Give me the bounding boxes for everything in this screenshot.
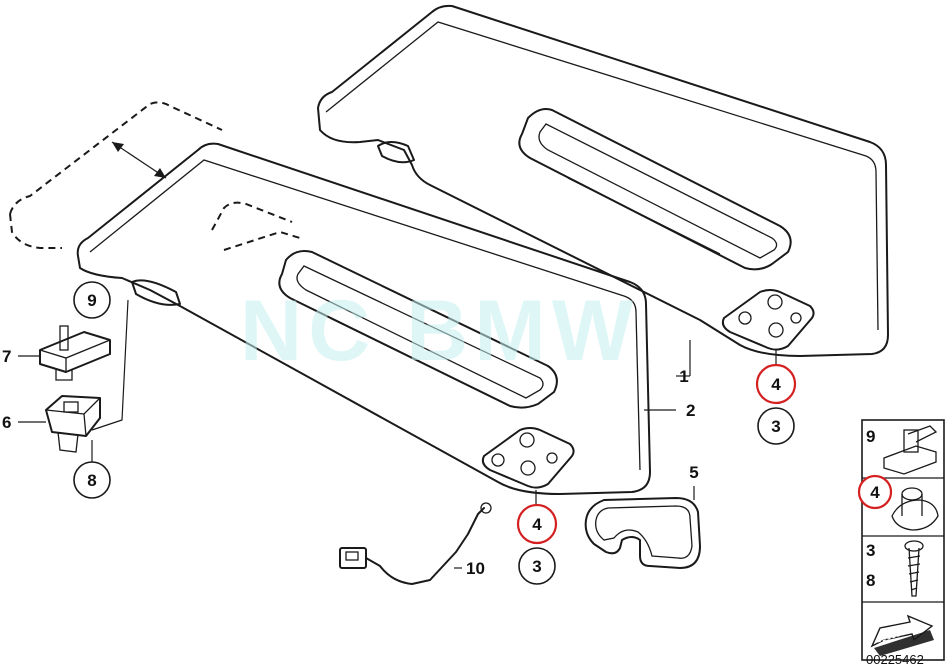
legend-label-8: 8 [866,571,875,590]
svg-text:3: 3 [532,557,541,576]
leader-lines [18,340,777,569]
callout-6: 6 [2,413,11,432]
legend-screw-icon [904,540,924,597]
callout-5: 5 [689,463,698,482]
svg-text:4: 4 [771,375,781,394]
sun-visor-rear [317,4,889,357]
svg-text:4: 4 [870,483,880,502]
hinge-mount-rear [721,289,815,351]
callout-7: 7 [2,347,11,366]
diagram-number: 00225462 [866,652,924,667]
svg-text:8: 8 [87,471,96,490]
callout-2: 2 [686,401,695,420]
callout-10: 10 [466,559,485,578]
hinge-mount-front [481,427,575,489]
svg-text:4: 4 [532,515,542,534]
callout-1: 1 [679,367,688,386]
sun-visor-front [76,142,651,495]
visor-clip-part7 [39,325,111,381]
svg-text:3: 3 [771,417,780,436]
visor-swivel-phantom [9,101,223,249]
callout-4-front: 4 [516,503,558,545]
parts-legend-panel: 9 4 3 8 00225462 [857,419,945,667]
legend-label-9: 9 [866,427,875,446]
legend-arrow-icon [870,614,934,656]
callouts: 9 7 6 8 1 2 4 3 4 3 [2,281,797,585]
watermark-text: NC BMW [240,283,639,379]
svg-text:9: 9 [87,291,96,310]
callout-9: 9 [73,281,111,319]
legend-label-4: 4 [857,474,893,510]
callout-3-rear: 3 [757,407,795,445]
assembly-link-line [91,299,129,431]
callout-8: 8 [73,461,111,499]
legend-label-3: 3 [866,541,875,560]
legend-clip-icon [883,425,938,475]
bracket-part6 [45,395,101,453]
legend-cap-icon [891,487,939,531]
wiring-cable-part10 [339,502,492,585]
callout-3-front: 3 [518,547,556,585]
callout-4-rear: 4 [755,363,797,405]
gasket-part5 [584,497,701,569]
